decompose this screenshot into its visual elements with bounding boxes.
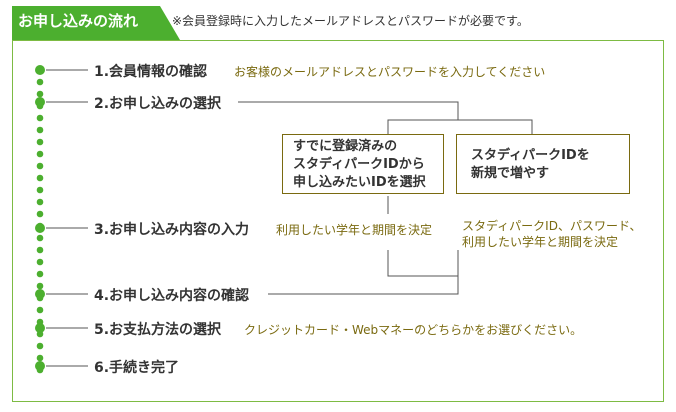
step-3-label: 3.お申し込み内容の入力 (94, 222, 250, 238)
header-note: ※会員登録時に入力したメールアドレスとパスワードが必要です。 (172, 14, 529, 28)
step-1-label: 1.会員情報の確認 (94, 64, 208, 80)
step-6-label: 6.手続き完了 (94, 360, 180, 376)
branch-1-input-note: 利用したい学年と期間を決定 (276, 223, 433, 237)
step-tick-lines (46, 69, 88, 367)
step-2-label: 2.お申し込みの選択 (94, 96, 222, 112)
title-tab (12, 6, 180, 40)
flow-frame (12, 40, 664, 402)
branch-2-input-note: スタディパークID、パスワード、 利用したい学年と期間を決定 (462, 219, 642, 249)
step-5-note: クレジットカード・Webマネーのどちらかをお選びください。 (244, 323, 583, 337)
step-4-label: 4.お申し込み内容の確認 (94, 288, 250, 304)
page-title: お申し込みの流れ (18, 12, 139, 30)
step-1-note: お客様のメールアドレスとパスワードを入力してください (234, 65, 546, 79)
branch-box-existing-id: すでに登録済みの スタディパークIDから 申し込みたいIDを選択 (282, 134, 444, 194)
step-dots (35, 65, 45, 371)
branch-lines (238, 101, 533, 295)
step-5-label: 5.お支払方法の選択 (94, 322, 222, 338)
branch-box-new-id: スタディパークIDを 新規で増やす (456, 134, 630, 194)
